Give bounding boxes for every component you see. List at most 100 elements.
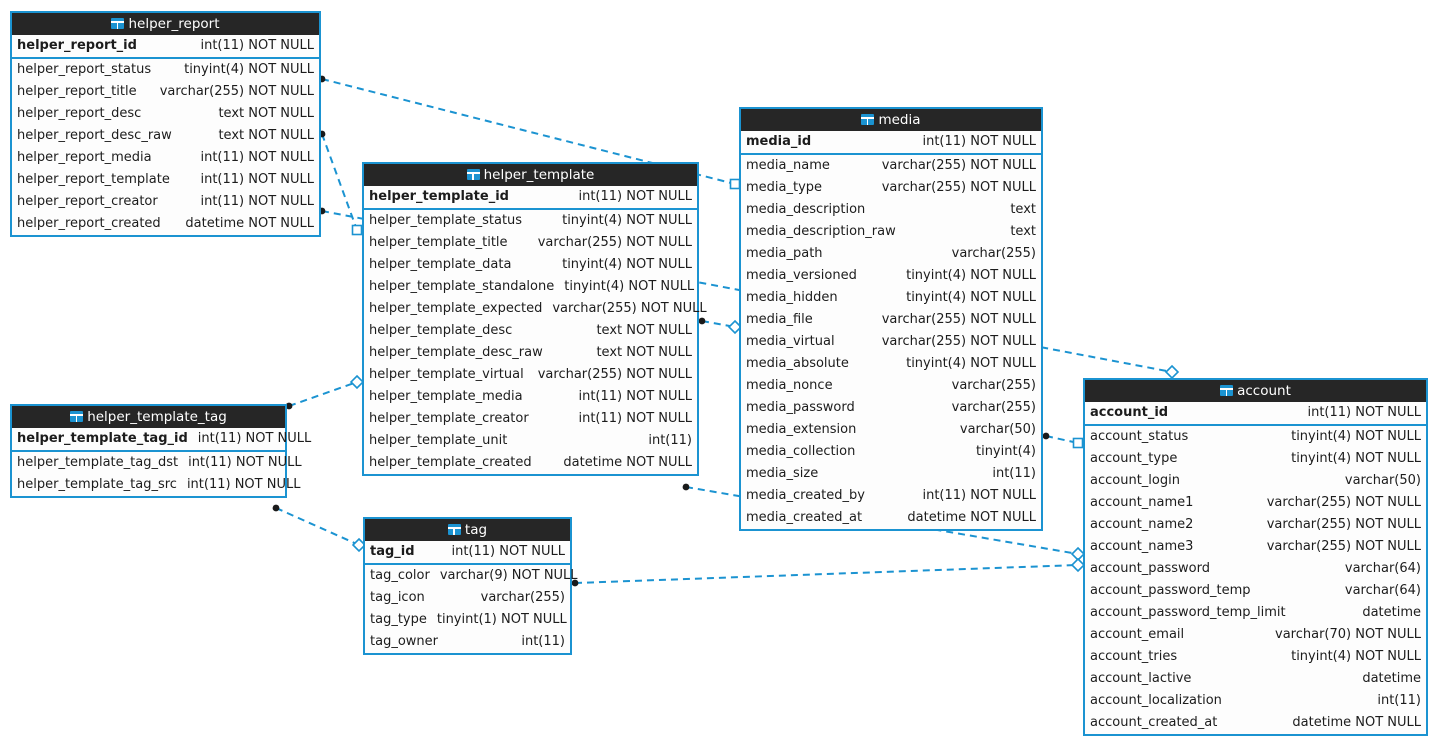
column-name: helper_template_status <box>369 213 523 228</box>
entity-header-helper_template[interactable]: helper_template <box>364 164 697 186</box>
relationship-line[interactable] <box>1042 432 1084 449</box>
column-name: account_id <box>1090 405 1169 420</box>
table-icon <box>466 169 480 180</box>
column-type: datetime NOT NULL <box>563 455 692 470</box>
entity-header-tag[interactable]: tag <box>365 519 570 541</box>
entity-header-helper_report[interactable]: helper_report <box>12 13 319 35</box>
column-name: helper_report_desc_raw <box>17 128 172 143</box>
entity-header-helper_template_tag[interactable]: helper_template_tag <box>12 406 285 428</box>
relationship-line[interactable] <box>285 374 365 410</box>
column-name: helper_template_desc_raw <box>369 345 543 360</box>
entity-header-account[interactable]: account <box>1085 380 1426 402</box>
column-type: tinyint(4) NOT NULL <box>906 356 1036 371</box>
relationship-line[interactable] <box>272 504 367 553</box>
column-name: helper_template_title <box>369 235 508 250</box>
column-type: varchar(255) NOT NULL <box>1266 539 1421 554</box>
table-icon <box>111 18 125 29</box>
column-name: helper_report_status <box>17 62 152 77</box>
connector <box>275 507 360 546</box>
entity-header-media[interactable]: media <box>741 109 1041 131</box>
column-name: helper_template_media <box>369 389 523 404</box>
column-type: int(11) NOT NULL <box>186 477 301 492</box>
relationship-line[interactable] <box>318 130 363 236</box>
column-name: media_description <box>746 202 866 217</box>
column-type: text NOT NULL <box>218 106 314 121</box>
column-type: varchar(255) <box>480 590 565 605</box>
column-name: account_password_temp <box>1090 583 1251 598</box>
entity-title: account <box>1237 383 1291 399</box>
column-type: datetime <box>1362 671 1421 686</box>
relationship-line[interactable] <box>571 557 1086 587</box>
